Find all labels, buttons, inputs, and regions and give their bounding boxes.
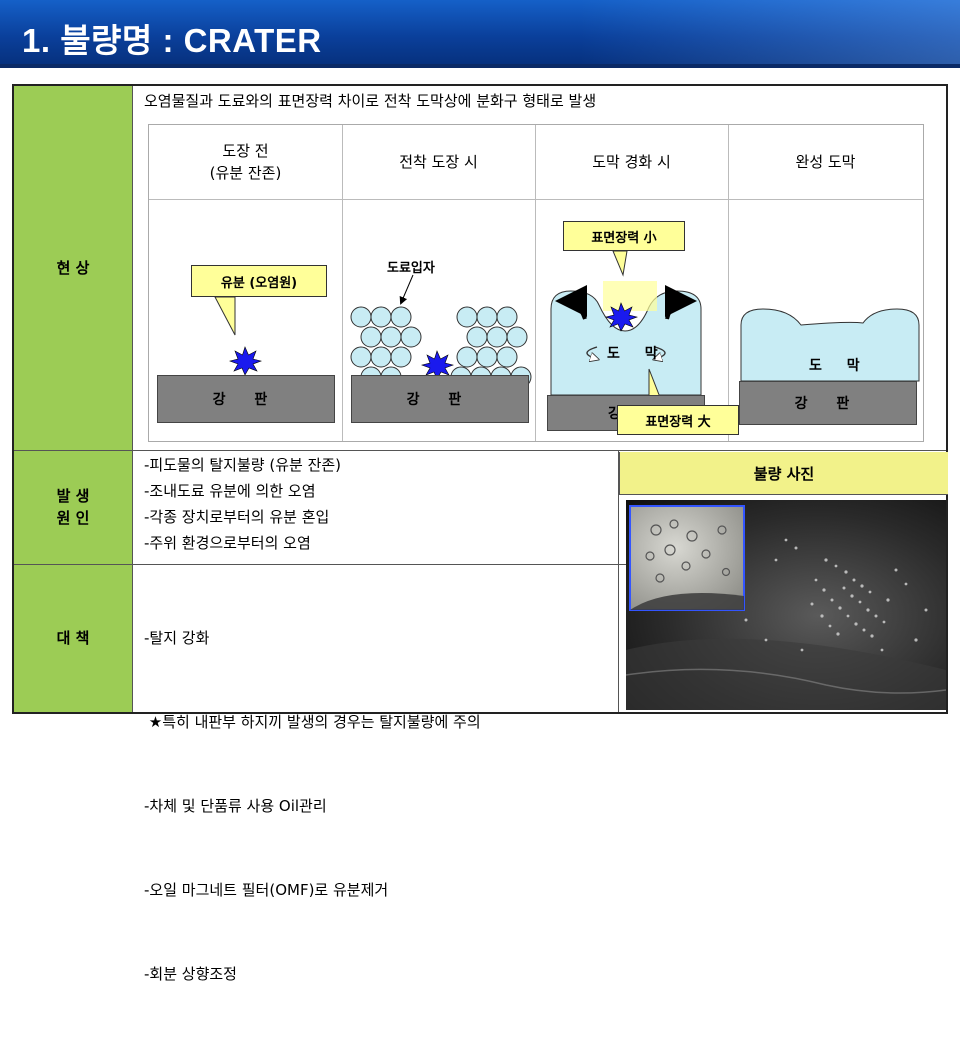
row-label-phenomenon-text: 현 상: [56, 258, 90, 277]
film-label: 도 막: [809, 358, 870, 374]
row-divider: [14, 450, 946, 451]
stage-header-text: 전착 도장 시: [399, 152, 478, 171]
stage-header-subtext: (유분 잔존): [209, 164, 282, 182]
steel-plate-label: 강 판: [212, 392, 280, 408]
list-item: -주위 환경으로부터의 오염: [144, 534, 311, 552]
banner-shine: [580, 0, 960, 68]
steel-plate: 강 판: [739, 381, 917, 425]
defect-photo: [626, 500, 946, 710]
list-item: -각종 장치로부터의 유분 혼입: [144, 508, 330, 526]
stage-header-coating: 전착 도장 시: [342, 125, 535, 199]
stage-header-text: 완성 도막: [795, 152, 856, 171]
stage-header-finished: 완성 도막: [728, 125, 923, 199]
list-item: -조내도료 유분에 의한 오염: [144, 482, 316, 500]
stage-divider: [728, 125, 729, 441]
steel-plate: 강 판: [351, 375, 529, 423]
title-banner: 1. 불량명 : CRATER: [0, 0, 960, 68]
cause-list: -피도물의 탈지불량 (유분 잔존) -조내도료 유분에 의한 오염 -각종 장…: [144, 452, 341, 556]
photo-inset: [629, 505, 745, 611]
stage-diagram-art: [214, 250, 920, 406]
stage-diagram-table: 도장 전 (유분 잔존) 전착 도장 시 도막 경화 시 완성 도막: [148, 124, 924, 442]
stage-header-curing: 도막 경화 시: [535, 125, 728, 199]
row-divider: [14, 564, 946, 565]
row-label-cause-line1: 발 생: [56, 486, 90, 505]
stage-divider: [342, 125, 343, 441]
banner-underline: [0, 64, 960, 68]
row-label-cause: 발 생 원 인: [14, 450, 133, 564]
oil-callout-text: 유분 (오염원): [220, 275, 298, 291]
list-item: -탈지 강화: [144, 629, 210, 647]
contaminant-splat: [604, 302, 639, 332]
tension-small-callout: 표면장력 小: [563, 221, 685, 251]
page-title: 1. 불량명 : CRATER: [22, 22, 322, 59]
stage-header-text: 도장 전: [222, 141, 269, 160]
list-item: -회분 상향조정: [144, 965, 237, 983]
row-label-countermeasure: 대 책: [14, 564, 133, 712]
row-label-cause-line2: 원 인: [56, 509, 90, 527]
row-label-countermeasure-text: 대 책: [56, 628, 90, 647]
tension-large-text: 표면장력 大: [645, 414, 711, 430]
defect-photo-header-text: 불량 사진: [753, 464, 815, 483]
paint-particle-label: 도료입자: [387, 261, 435, 276]
phenomenon-caption: 오염물질과 도료와의 표면장력 차이로 전착 도막상에 분화구 형태로 발생: [144, 92, 597, 110]
stage-header-text: 도막 경화 시: [592, 152, 671, 171]
stage-header-divider: [149, 199, 923, 200]
oil-callout: 유분 (오염원): [191, 265, 327, 297]
steel-plate-label: 강 판: [794, 396, 862, 412]
list-item: ★특히 내판부 하지끼 발생의 경우는 탈지불량에 주의: [144, 713, 481, 731]
defect-table: 현 상 발 생 원 인 대 책 오염물질과 도료와의 표면장력 차이로 전착 도…: [12, 84, 948, 983]
steel-plate: 강 판: [157, 375, 335, 423]
list-item: -피도물의 탈지불량 (유분 잔존): [144, 456, 342, 474]
tension-large-callout: 표면장력 大: [617, 405, 739, 435]
contaminant-splat: [228, 346, 263, 376]
stage-header-before: 도장 전 (유분 잔존): [149, 125, 342, 199]
row-label-phenomenon: 현 상: [14, 86, 133, 450]
tension-small-text: 표면장력 小: [591, 230, 657, 246]
countermeasure-list: -탈지 강화 ★특히 내판부 하지끼 발생의 경우는 탈지불량에 주의 -차체 …: [144, 568, 481, 1044]
film-label: 도 막: [607, 346, 668, 362]
column-divider: [618, 450, 619, 712]
finished-film: [740, 308, 920, 382]
stage-divider: [535, 125, 536, 441]
defect-photo-header: 불량 사진: [619, 452, 948, 495]
oil-callout-pointer: [214, 296, 236, 336]
list-item: -차체 및 단품류 사용 Oil관리: [144, 797, 327, 815]
crater-dots: [744, 538, 928, 652]
steel-plate-label: 강 판: [406, 392, 474, 408]
list-item: -오일 마그네트 필터(OMF)로 유분제거: [144, 881, 389, 899]
